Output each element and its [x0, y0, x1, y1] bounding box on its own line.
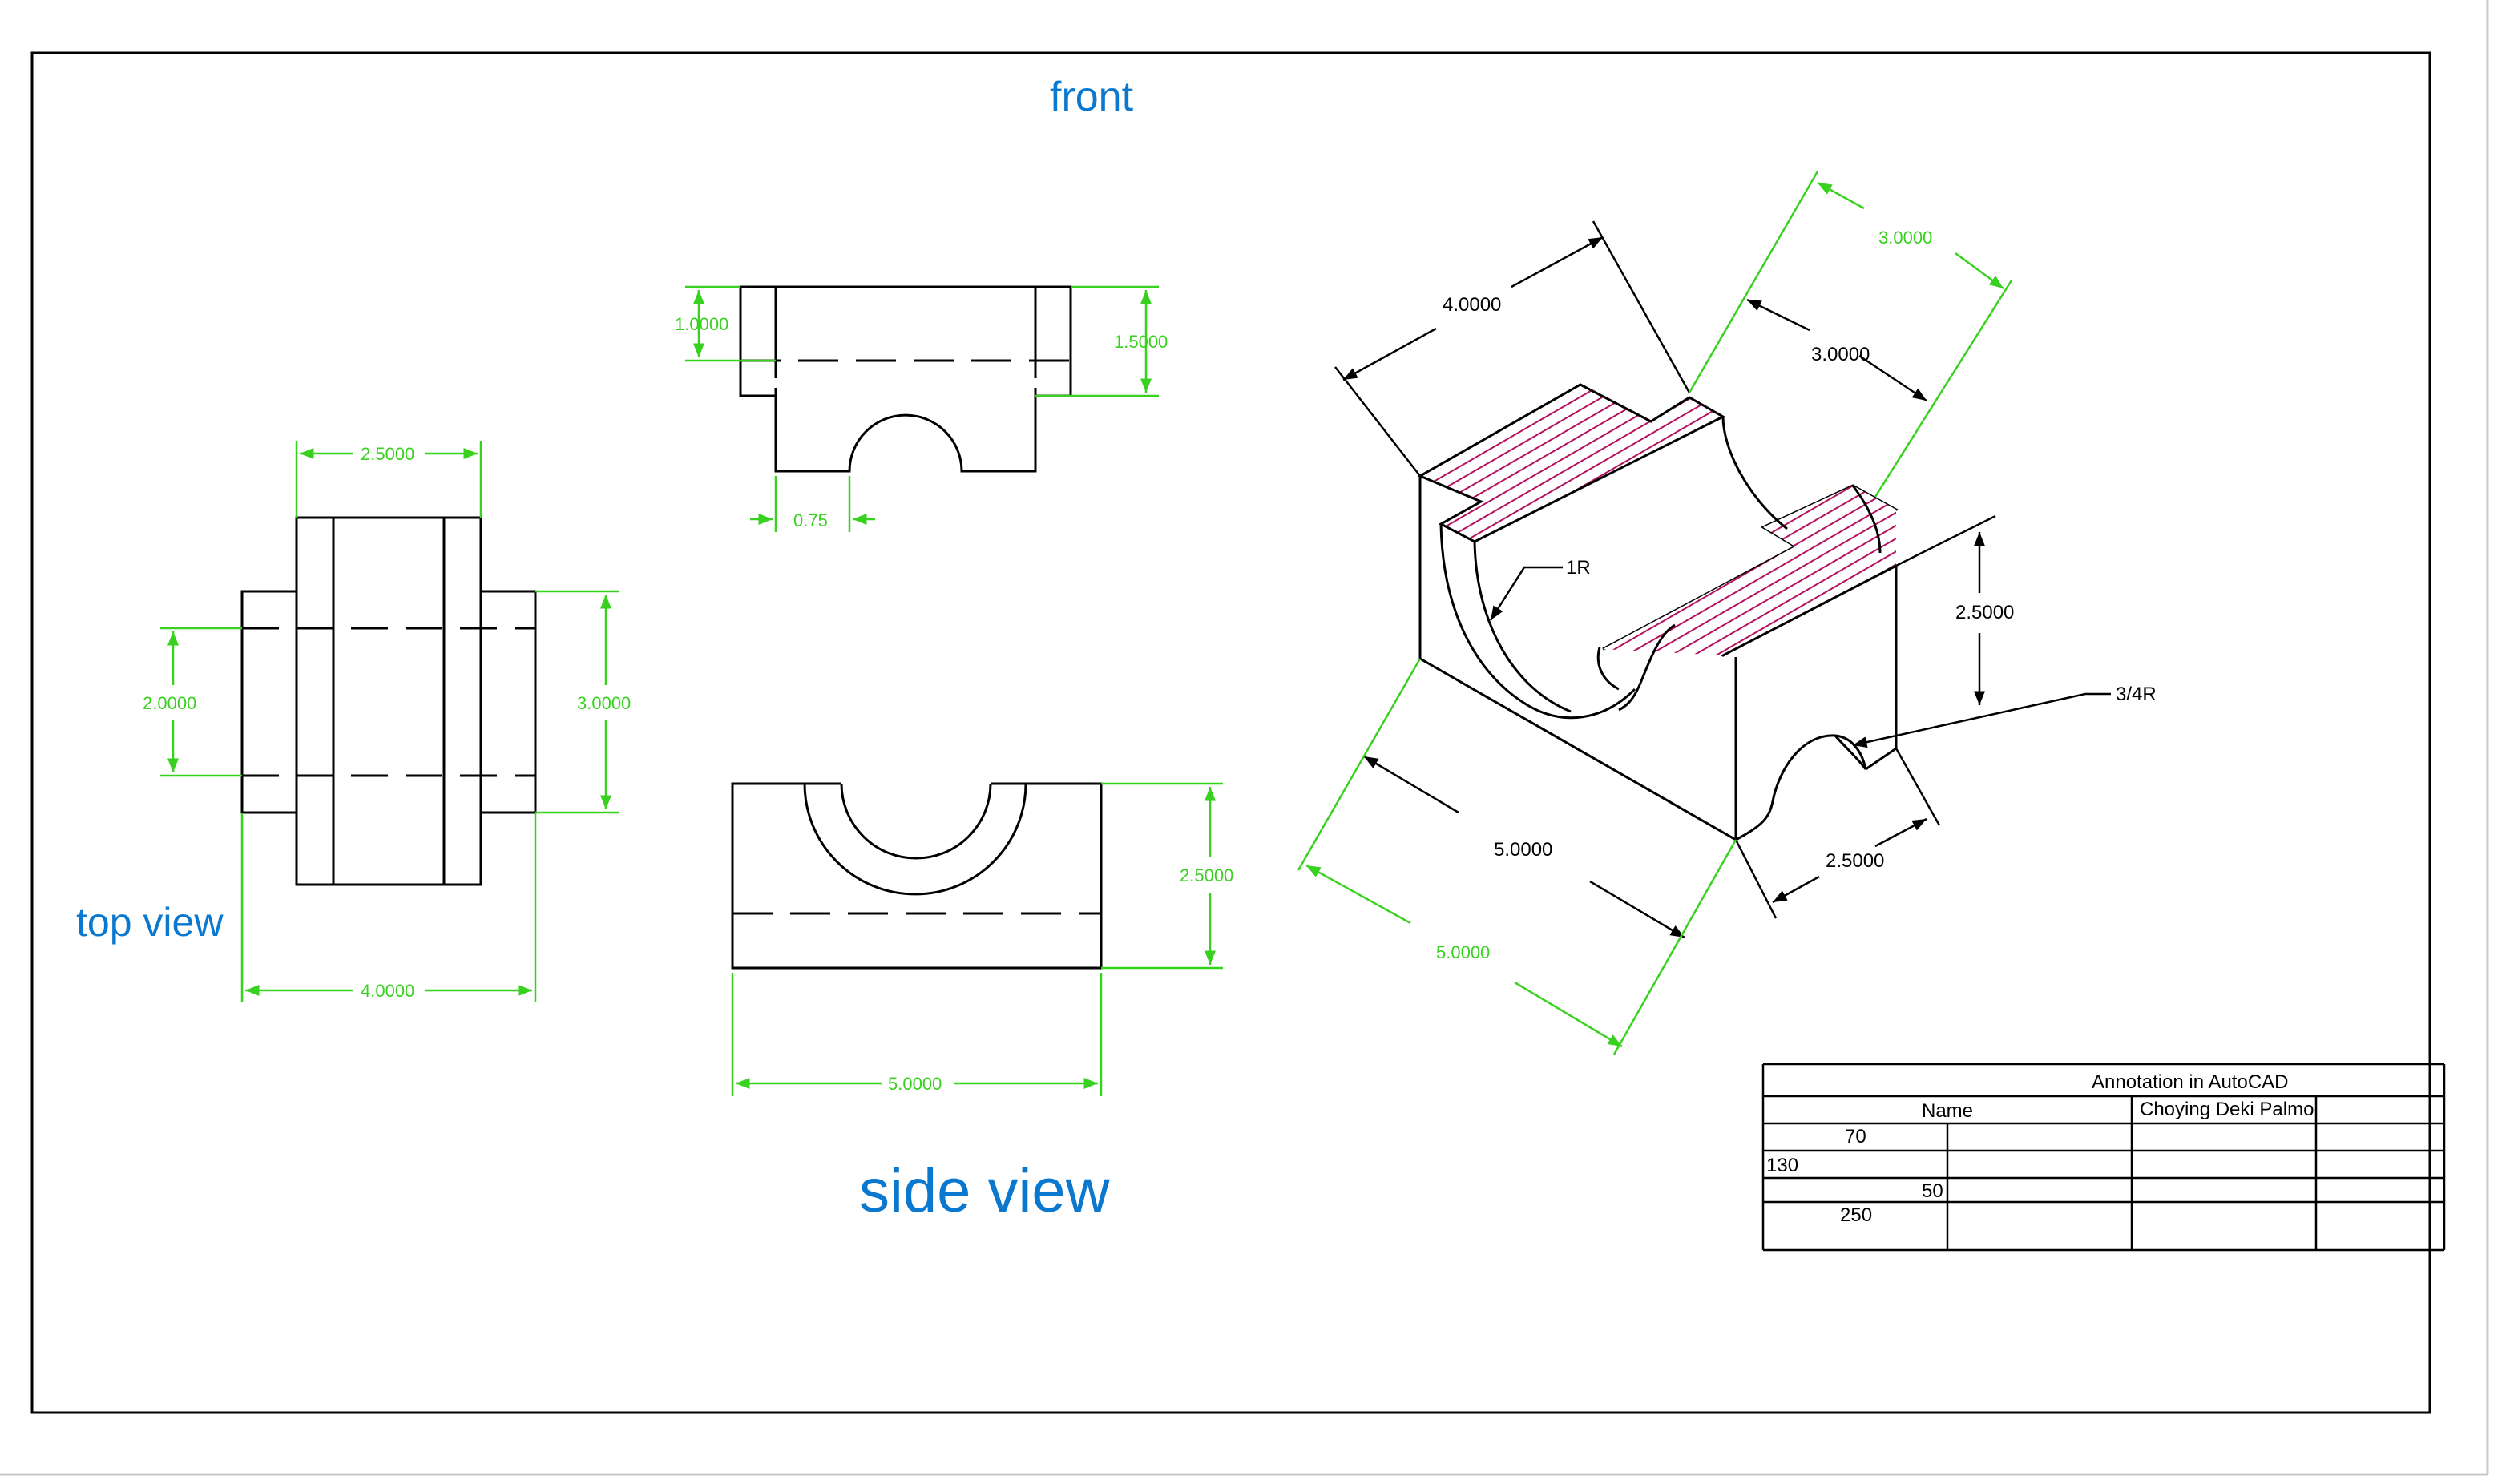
front-dim-left — [685, 285, 776, 362]
front-view: 1.0000 1.5000 0.75 — [675, 285, 1168, 532]
top-dim-top-value: 2.5000 — [361, 444, 414, 464]
label-front: front — [1050, 74, 1134, 120]
iso-leader-1r-text: 1R — [1566, 557, 1591, 579]
front-dim-left-value: 1.0000 — [675, 314, 728, 334]
top-dim-right — [535, 590, 619, 814]
iso-dim-bottom-left-outer-value: 5.0000 — [1436, 942, 1490, 962]
front-view-edges — [774, 287, 1037, 361]
iso-dim-top-right-inner-value: 3.0000 — [1811, 344, 1870, 365]
top-dim-top — [295, 441, 482, 518]
iso-dim-bottom-right — [1734, 748, 1941, 919]
iso-dim-top-left-value: 4.0000 — [1443, 294, 1501, 316]
iso-dim-top-right-outer-value: 3.0000 — [1878, 228, 1932, 248]
iso-dim-bottom-left-inner-value: 5.0000 — [1494, 839, 1552, 861]
top-dim-bottom — [240, 813, 537, 1002]
side-dim-bottom — [731, 973, 1103, 1096]
iso-dim-bottom-left-outer — [1297, 658, 1737, 1055]
iso-leader-34r — [1852, 692, 2111, 748]
title-block-title: Annotation in AutoCAD — [2092, 1071, 2289, 1093]
title-block-grid — [1761, 1063, 2446, 1252]
front-dim-bottom-value: 0.75 — [793, 510, 828, 530]
side-dim-bottom-value: 5.0000 — [888, 1074, 942, 1094]
side-view: 2.5000 5.0000 — [731, 782, 1233, 1096]
top-dim-left — [160, 627, 242, 777]
side-view-inner-arc — [840, 783, 992, 860]
iso-leader-34r-text: 3/4R — [2116, 684, 2157, 705]
top-dim-right-value: 3.0000 — [577, 693, 631, 713]
title-block-130: 130 — [1766, 1155, 1798, 1176]
drawing-border — [30, 51, 2431, 1414]
iso-outline — [1418, 416, 1898, 841]
side-dim-right-value: 2.5000 — [1180, 865, 1233, 885]
title-block-250: 250 — [1840, 1204, 1872, 1226]
side-dim-right — [1101, 782, 1223, 970]
front-view-outline — [739, 285, 1072, 473]
side-view-outline — [731, 782, 1103, 970]
title-block-70: 70 — [1845, 1126, 1866, 1147]
top-dim-bottom-value: 4.0000 — [361, 981, 414, 1001]
isometric-view: 1R 3/4R 4.0000 3.0000 2.5000 5.0000 — [1297, 171, 2157, 1055]
iso-dim-height-value: 2.5000 — [1955, 602, 2014, 623]
iso-dim-height — [1895, 514, 1996, 705]
iso-dim-top-right-outer — [1688, 171, 2013, 498]
iso-hatch-left — [1417, 383, 1726, 543]
label-side-view: side view — [859, 1157, 1111, 1225]
top-dim-left-value: 2.0000 — [143, 693, 196, 713]
front-dim-right-value: 1.5000 — [1114, 332, 1168, 352]
iso-leader-1r — [1489, 566, 1563, 621]
top-view-outline — [240, 516, 537, 886]
iso-dim-bottom-left-inner — [1363, 755, 1685, 939]
front-dim-right — [1035, 285, 1159, 397]
top-view: 2.5000 2.0000 3.0000 4.0000 — [143, 441, 631, 1002]
front-dim-bottom — [750, 476, 875, 532]
iso-dim-top-right-inner — [1746, 298, 1927, 402]
label-top-view: top view — [76, 900, 224, 945]
title-block-50: 50 — [1922, 1180, 1943, 1202]
top-view-hidden-lines — [242, 627, 535, 777]
iso-hatch-right-fill — [1603, 486, 1896, 655]
title-block-name-label: Name — [1922, 1100, 1973, 1122]
title-block-name-value: Choying Deki Palmo — [2140, 1099, 2314, 1120]
iso-dim-bottom-right-value: 2.5000 — [1826, 850, 1884, 872]
iso-dim-top-left — [1334, 220, 1691, 477]
title-block: Annotation in AutoCAD Name Choying Deki … — [1761, 1063, 2446, 1252]
